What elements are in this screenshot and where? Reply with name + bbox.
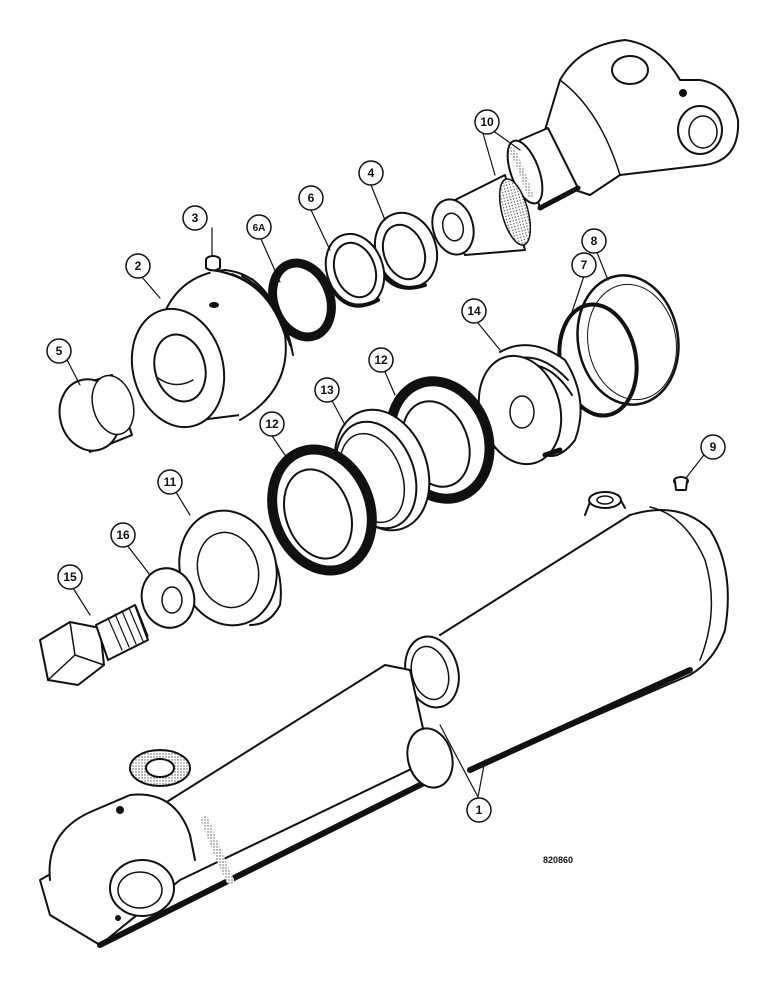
wiper-ring <box>373 211 439 290</box>
cylinder-head <box>130 269 294 429</box>
callout-5: 5 <box>46 338 72 364</box>
callout-12-upper: 12 <box>368 347 394 373</box>
svg-text:6A: 6A <box>253 223 266 234</box>
svg-text:12: 12 <box>374 353 388 367</box>
rod-seal <box>324 232 386 308</box>
callout-2: 2 <box>125 253 151 279</box>
callout-10: 10 <box>474 109 500 135</box>
washer <box>140 567 196 629</box>
callout-4: 4 <box>358 160 384 186</box>
grease-fitting <box>673 476 689 491</box>
svg-text:15: 15 <box>63 570 77 584</box>
callout-9: 9 <box>700 434 726 460</box>
svg-text:5: 5 <box>56 344 63 358</box>
callouts: 1 2 3 4 5 6 6A 7 8 9 10 11 12 12 13 14 1… <box>46 109 726 823</box>
bolt <box>39 604 149 686</box>
svg-text:7: 7 <box>581 258 588 272</box>
svg-text:6: 6 <box>308 191 315 205</box>
svg-text:3: 3 <box>192 211 199 225</box>
rod-collar <box>431 174 532 256</box>
callout-15: 15 <box>57 564 83 590</box>
callout-6: 6 <box>298 185 324 211</box>
callout-16: 16 <box>110 522 136 548</box>
backup-ring-large <box>576 274 680 406</box>
rod-end-clevis <box>506 39 740 211</box>
retainer <box>178 509 282 627</box>
callout-13: 13 <box>314 377 340 403</box>
callout-8: 8 <box>581 228 607 254</box>
piston-seal-lower <box>267 444 377 576</box>
svg-text:16: 16 <box>116 528 130 542</box>
svg-text:12: 12 <box>265 417 279 431</box>
callout-3: 3 <box>182 205 208 231</box>
svg-text:9: 9 <box>710 440 717 454</box>
callout-6a: 6A <box>246 214 272 240</box>
svg-text:14: 14 <box>467 304 481 318</box>
svg-text:4: 4 <box>368 166 375 180</box>
callout-14: 14 <box>461 298 487 324</box>
piston <box>477 344 582 466</box>
svg-text:10: 10 <box>480 115 494 129</box>
svg-text:8: 8 <box>591 234 598 248</box>
cylinder-barrel-rear <box>39 664 454 948</box>
svg-text:11: 11 <box>164 475 177 489</box>
callout-12-lower: 12 <box>259 411 285 437</box>
bushing <box>58 374 135 453</box>
callout-11: 11 <box>157 469 183 495</box>
callout-1: 1 <box>466 797 492 823</box>
svg-text:13: 13 <box>320 383 334 397</box>
plug <box>205 255 221 272</box>
callout-7: 7 <box>571 252 597 278</box>
cylinder-barrel-front <box>404 491 729 773</box>
svg-text:1: 1 <box>476 803 483 817</box>
figure-reference-number: 820860 <box>543 855 573 865</box>
svg-text:2: 2 <box>135 259 142 273</box>
